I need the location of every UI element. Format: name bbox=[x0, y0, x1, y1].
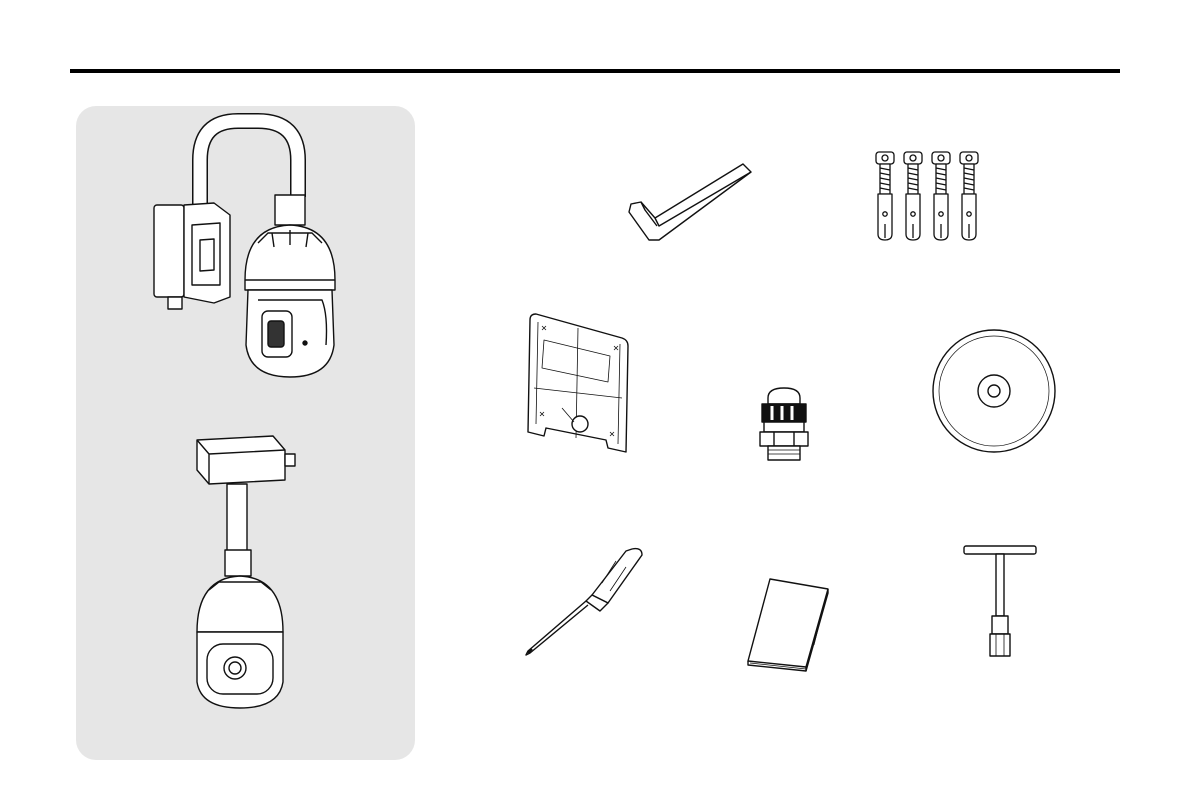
cable-gland-icon bbox=[756, 384, 816, 466]
t-wrench-icon bbox=[960, 542, 1040, 662]
template-sheet-icon bbox=[522, 312, 632, 457]
screwdriver-icon bbox=[522, 545, 647, 660]
header-rule bbox=[70, 69, 1120, 73]
booklet-icon bbox=[742, 575, 834, 670]
hex-key-icon bbox=[625, 160, 755, 245]
camera-pendant-mount-icon bbox=[185, 432, 300, 714]
anchor-bolts-icon bbox=[872, 148, 990, 243]
camera-wall-mount-icon bbox=[140, 115, 350, 380]
cd-icon bbox=[930, 327, 1058, 455]
